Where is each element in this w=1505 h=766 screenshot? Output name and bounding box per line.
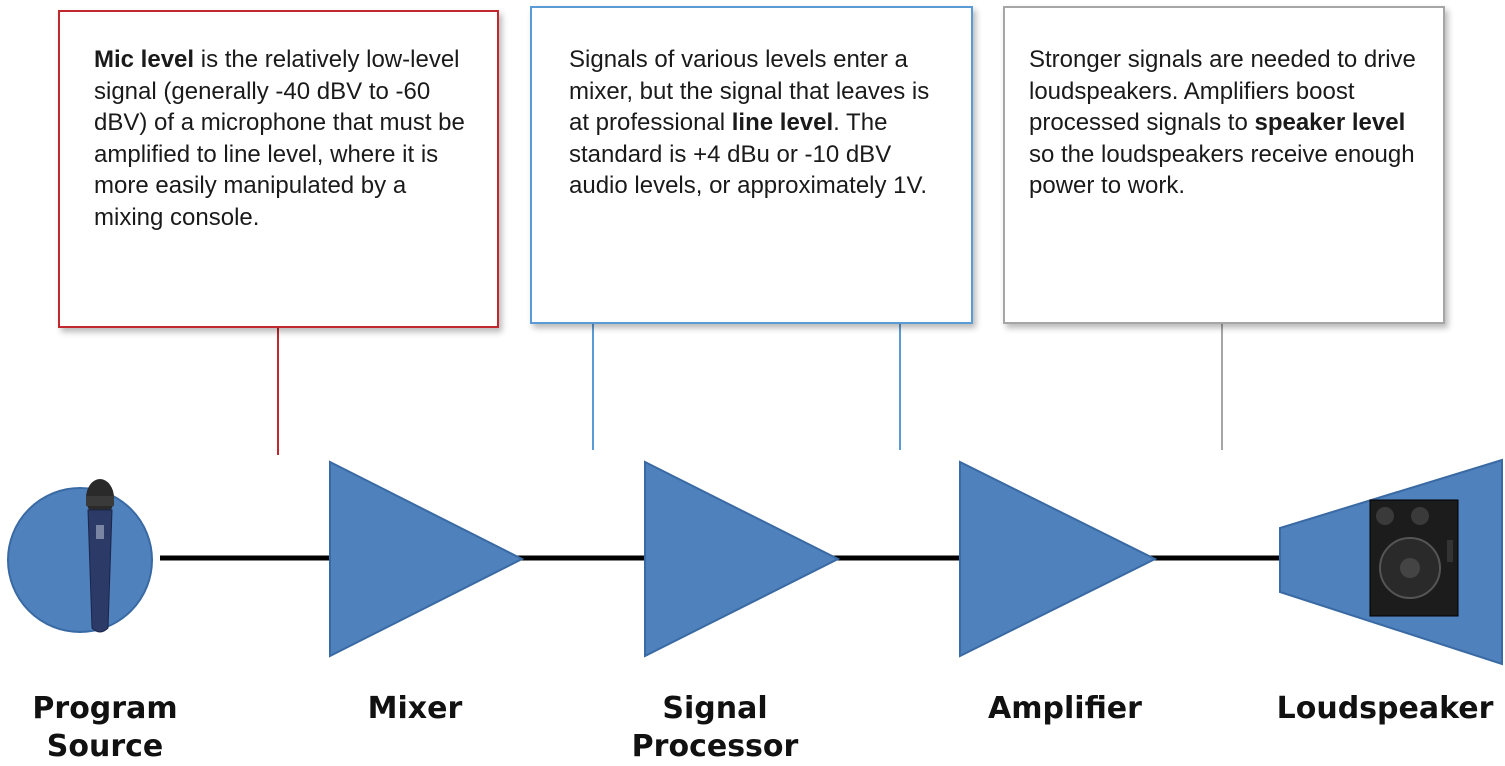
speaker-level-after: so the loudspeakers receive enough power… <box>1029 140 1415 200</box>
mixer-triangle <box>329 460 525 658</box>
speaker-level-callout: Stronger signals are needed to drive lou… <box>1003 6 1445 324</box>
program-source-label: Program Source <box>0 690 210 766</box>
signal-processor-label-line1: Signal <box>662 691 768 726</box>
program-source-label-line2: Source <box>46 729 164 764</box>
program-source-label-line1: Program <box>32 691 178 726</box>
signal-processor-label-line2: Processor <box>631 729 799 764</box>
amplifier-label-line1: Amplifier <box>988 691 1142 726</box>
loudspeaker-label: Loudspeaker <box>1265 690 1505 728</box>
loudspeaker-node <box>1279 458 1503 666</box>
speaker-level-text: Stronger signals are needed to drive lou… <box>1029 44 1425 202</box>
line-level-text: Signals of various levels enter a mixer,… <box>569 44 951 202</box>
line-level-after: . The standard is +4 dBu or -10 dBV audi… <box>569 109 927 199</box>
mic-level-term: Mic level <box>94 46 195 73</box>
signal-processor-label: Signal Processor <box>600 690 830 766</box>
loudspeaker-label-line1: Loudspeaker <box>1276 691 1494 726</box>
microphone-icon <box>86 479 114 633</box>
signal-processor-triangle <box>644 460 841 658</box>
amplifier-triangle <box>959 460 1158 658</box>
program-source-node <box>7 479 153 633</box>
amplifier-label: Amplifier <box>955 690 1175 728</box>
speaker-cabinet-icon <box>1369 499 1459 617</box>
line-level-callout: Signals of various levels enter a mixer,… <box>530 6 973 324</box>
mic-level-text: Mic level is the relatively low-level si… <box>94 44 477 233</box>
speaker-level-term: speaker level <box>1254 109 1406 136</box>
speaker-level-before: Stronger signals are needed to drive lou… <box>1029 46 1416 136</box>
mixer-label: Mixer <box>330 690 500 728</box>
mixer-label-line1: Mixer <box>367 691 463 726</box>
mic-level-callout: Mic level is the relatively low-level si… <box>58 10 499 328</box>
line-level-term: line level <box>731 109 834 136</box>
program-source-circle <box>7 487 153 633</box>
line-level-before: Signals of various levels enter a mixer,… <box>569 46 930 136</box>
mic-level-description: is the relatively low-level signal (gene… <box>94 46 465 231</box>
